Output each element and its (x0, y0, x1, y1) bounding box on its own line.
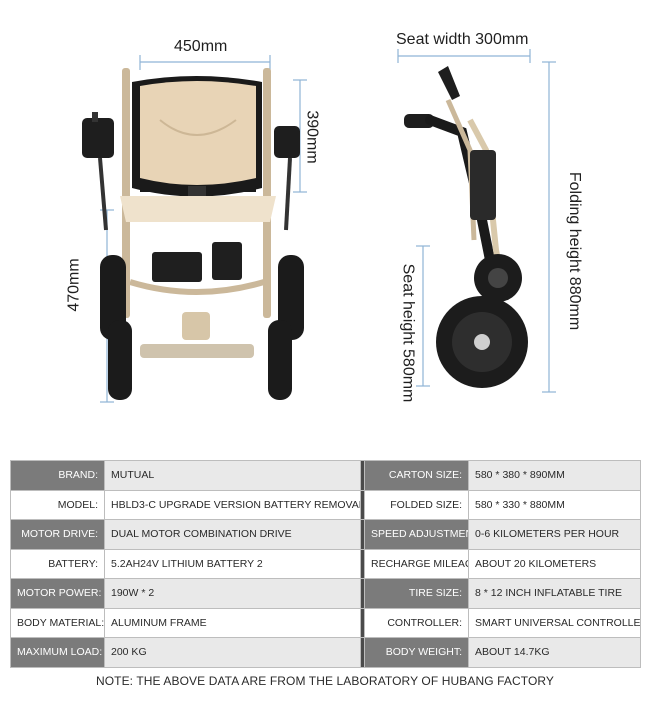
front-view-wheelchair (82, 68, 304, 400)
spec-label: MODEL: (10, 489, 105, 520)
folded-seat (470, 150, 496, 220)
spec-row: MODEL: HBLD3-C UPGRADE VERSION BATTERY R… (10, 489, 641, 520)
spec-value: 5.2AH24V LITHIUM BATTERY 2 (104, 548, 361, 579)
spec-value: 190W * 2 (104, 578, 361, 609)
spec-label: BRAND: (10, 460, 105, 491)
front-caster-right (268, 320, 292, 400)
armrest-pad-right (274, 126, 300, 158)
spec-value: SMART UNIVERSAL CONTROLLER (468, 607, 641, 638)
side-seat-height-label: Seat height 580mm (399, 263, 417, 403)
spec-label: FOLDED SIZE: (364, 489, 469, 520)
front-width-dimension-line (139, 55, 271, 70)
frame-upright-left (122, 68, 130, 318)
spec-label: SPEED ADJUSTMENT: (364, 519, 469, 550)
spec-value: 200 KG (104, 637, 361, 668)
spec-label: BODY WEIGHT: (364, 637, 469, 668)
spec-label: BATTERY: (10, 548, 105, 579)
spec-value: 8 * 12 INCH INFLATABLE TIRE (468, 578, 641, 609)
side-seat-width-label: Seat width 300mm (396, 31, 529, 48)
spec-label: CARTON SIZE: (364, 460, 469, 491)
front-seat-height-label: 470mm (65, 258, 83, 312)
spec-label: MAXIMUM LOAD: (10, 637, 105, 668)
spec-value: HBLD3-C UPGRADE VERSION BATTERY REMOVABL… (104, 489, 361, 520)
joystick-side (438, 66, 460, 100)
spec-value: 580 * 380 * 890MM (468, 460, 641, 491)
rear-wheel-right (278, 255, 304, 340)
spec-label: TIRE SIZE: (364, 578, 469, 609)
spec-value: ABOUT 14.7KG (468, 637, 641, 668)
spec-value: ALUMINUM FRAME (104, 607, 361, 638)
spec-value: 0-6 KILOMETERS PER HOUR (468, 519, 641, 550)
joystick-controller (82, 118, 114, 158)
battery-right (212, 242, 242, 280)
side-folding-height-dimension-line (542, 61, 556, 393)
spec-row: MAXIMUM LOAD: 200 KG BODY WEIGHT: ABOUT … (10, 637, 641, 668)
spec-label: RECHARGE MILEAGE: (364, 548, 469, 579)
rear-wheel-left (100, 255, 126, 340)
seat-cushion (120, 196, 276, 222)
spec-row: BATTERY: 5.2AH24V LITHIUM BATTERY 2 RECH… (10, 548, 641, 579)
side-view-folded-wheelchair (404, 66, 528, 388)
wheelchair-drawing (82, 49, 556, 403)
folding-height-label: Folding height 880mm (566, 171, 584, 331)
spec-value: MUTUAL (104, 460, 361, 491)
front-back-height-label: 390mm (303, 110, 321, 164)
side-seat-height-dimension-line (416, 245, 430, 387)
side-seat-width-dimension-line (397, 49, 531, 63)
spec-label: CONTROLLER: (364, 607, 469, 638)
battery-left (152, 252, 202, 282)
spec-value: ABOUT 20 KILOMETERS (468, 548, 641, 579)
footnote: NOTE: THE ABOVE DATA ARE FROM THE LABORA… (95, 674, 555, 688)
spec-row: BRAND: MUTUAL CARTON SIZE: 580 * 380 * 8… (10, 460, 641, 491)
spec-row: MOTOR POWER: 190W * 2 TIRE SIZE: 8 * 12 … (10, 578, 641, 609)
spec-label: MOTOR DRIVE: (10, 519, 105, 550)
spec-row: BODY MATERIAL: ALUMINUM FRAME CONTROLLER… (10, 607, 641, 638)
spec-label: MOTOR POWER: (10, 578, 105, 609)
spec-value: 580 * 330 * 880MM (468, 489, 641, 520)
spec-label: BODY MATERIAL: (10, 607, 105, 638)
backrest-cushion (140, 81, 256, 185)
front-caster-left (108, 320, 132, 400)
front-width-label: 450mm (174, 38, 228, 55)
product-figure: 450mm 390mm 470mm Seat width 300mm Seat … (65, 31, 584, 403)
spec-table: BRAND: MUTUAL CARTON SIZE: 580 * 380 * 8… (10, 460, 641, 668)
spec-value: DUAL MOTOR COMBINATION DRIVE (104, 519, 361, 550)
frame-upright-right (263, 68, 271, 318)
spec-row: MOTOR DRIVE: DUAL MOTOR COMBINATION DRIV… (10, 519, 641, 550)
footrest (140, 344, 254, 358)
